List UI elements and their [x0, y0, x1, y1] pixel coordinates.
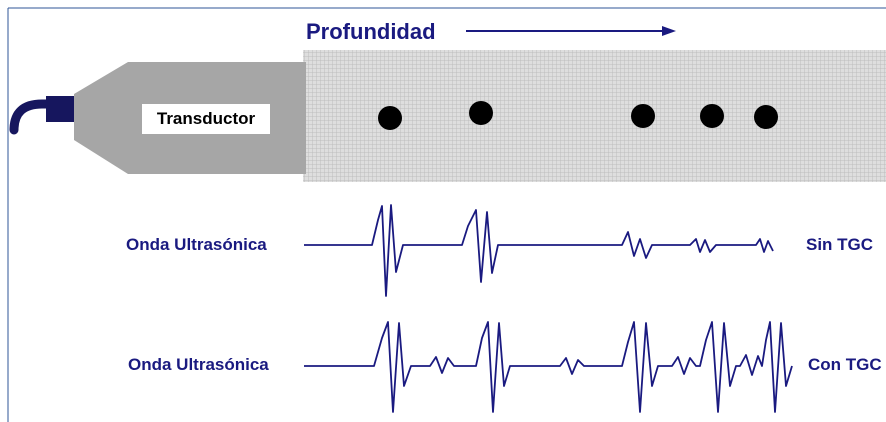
- reflectors: [378, 101, 778, 130]
- reflector-dot: [754, 105, 778, 129]
- wave-tag-con-tgc: Con TGC: [808, 355, 882, 374]
- reflector-dot: [631, 104, 655, 128]
- wave-label-con-tgc: Onda Ultrasónica: [128, 355, 269, 374]
- wave-sin-tgc: [304, 204, 774, 297]
- wave-con-tgc: [304, 321, 793, 413]
- depth-arrow: [466, 26, 676, 36]
- wave-label-sin-tgc: Onda Ultrasónica: [126, 235, 267, 254]
- wave-tag-sin-tgc: Sin TGC: [806, 235, 874, 254]
- reflector-dot: [700, 104, 724, 128]
- reflector-dot: [378, 106, 402, 130]
- transducer-cable: [9, 99, 65, 135]
- depth-title: Profundidad: [306, 19, 436, 44]
- reflector-dot: [469, 101, 493, 125]
- transducer: [9, 62, 306, 174]
- transducer-connector: [46, 96, 78, 122]
- transducer-label: Transductor: [156, 109, 256, 128]
- transducer-label-box: [142, 104, 270, 134]
